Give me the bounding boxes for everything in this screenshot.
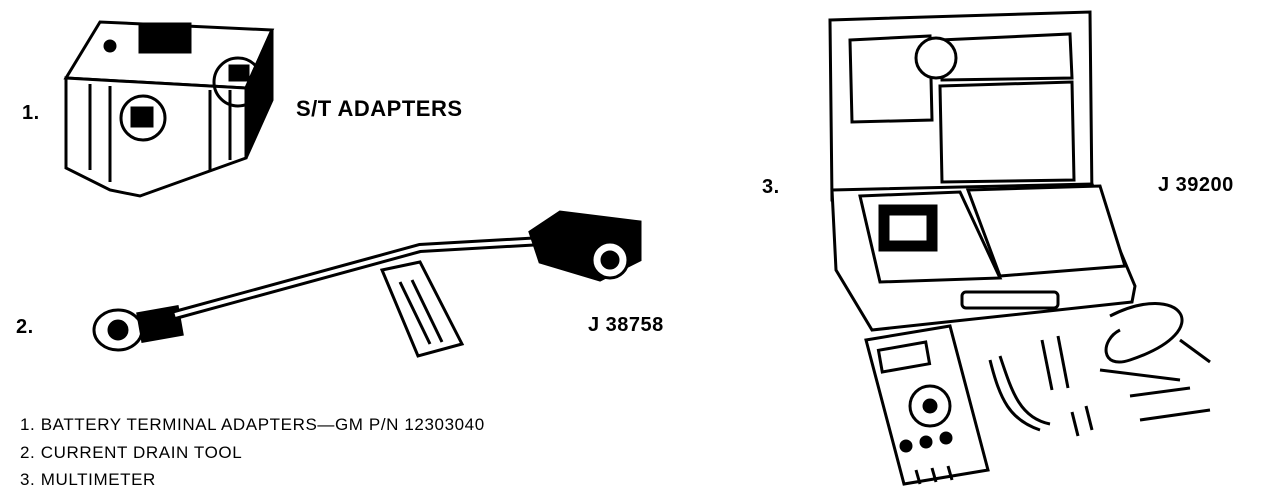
item-number-1: 1. [22,102,40,124]
test-leads-illustration [988,301,1211,437]
item-number-2: 2. [16,316,34,338]
multimeter-case-illustration [828,10,1137,332]
battery-illustration [63,20,275,198]
legend-item-2: 2. CURRENT DRAIN TOOL [20,443,243,462]
j38758-label: J 38758 [588,314,664,336]
legend-item-1: 1. BATTERY TERMINAL ADAPTERS—GM P/N 1230… [20,415,485,434]
current-drain-tool-illustration [92,210,642,358]
item-number-3: 3. [762,176,780,198]
st-adapters-label: S/T ADAPTERS [296,96,463,121]
multimeter-illustration [864,324,990,486]
legend-item-3: 3. MULTIMETER [20,470,156,489]
j39200-label: J 39200 [1158,174,1234,196]
